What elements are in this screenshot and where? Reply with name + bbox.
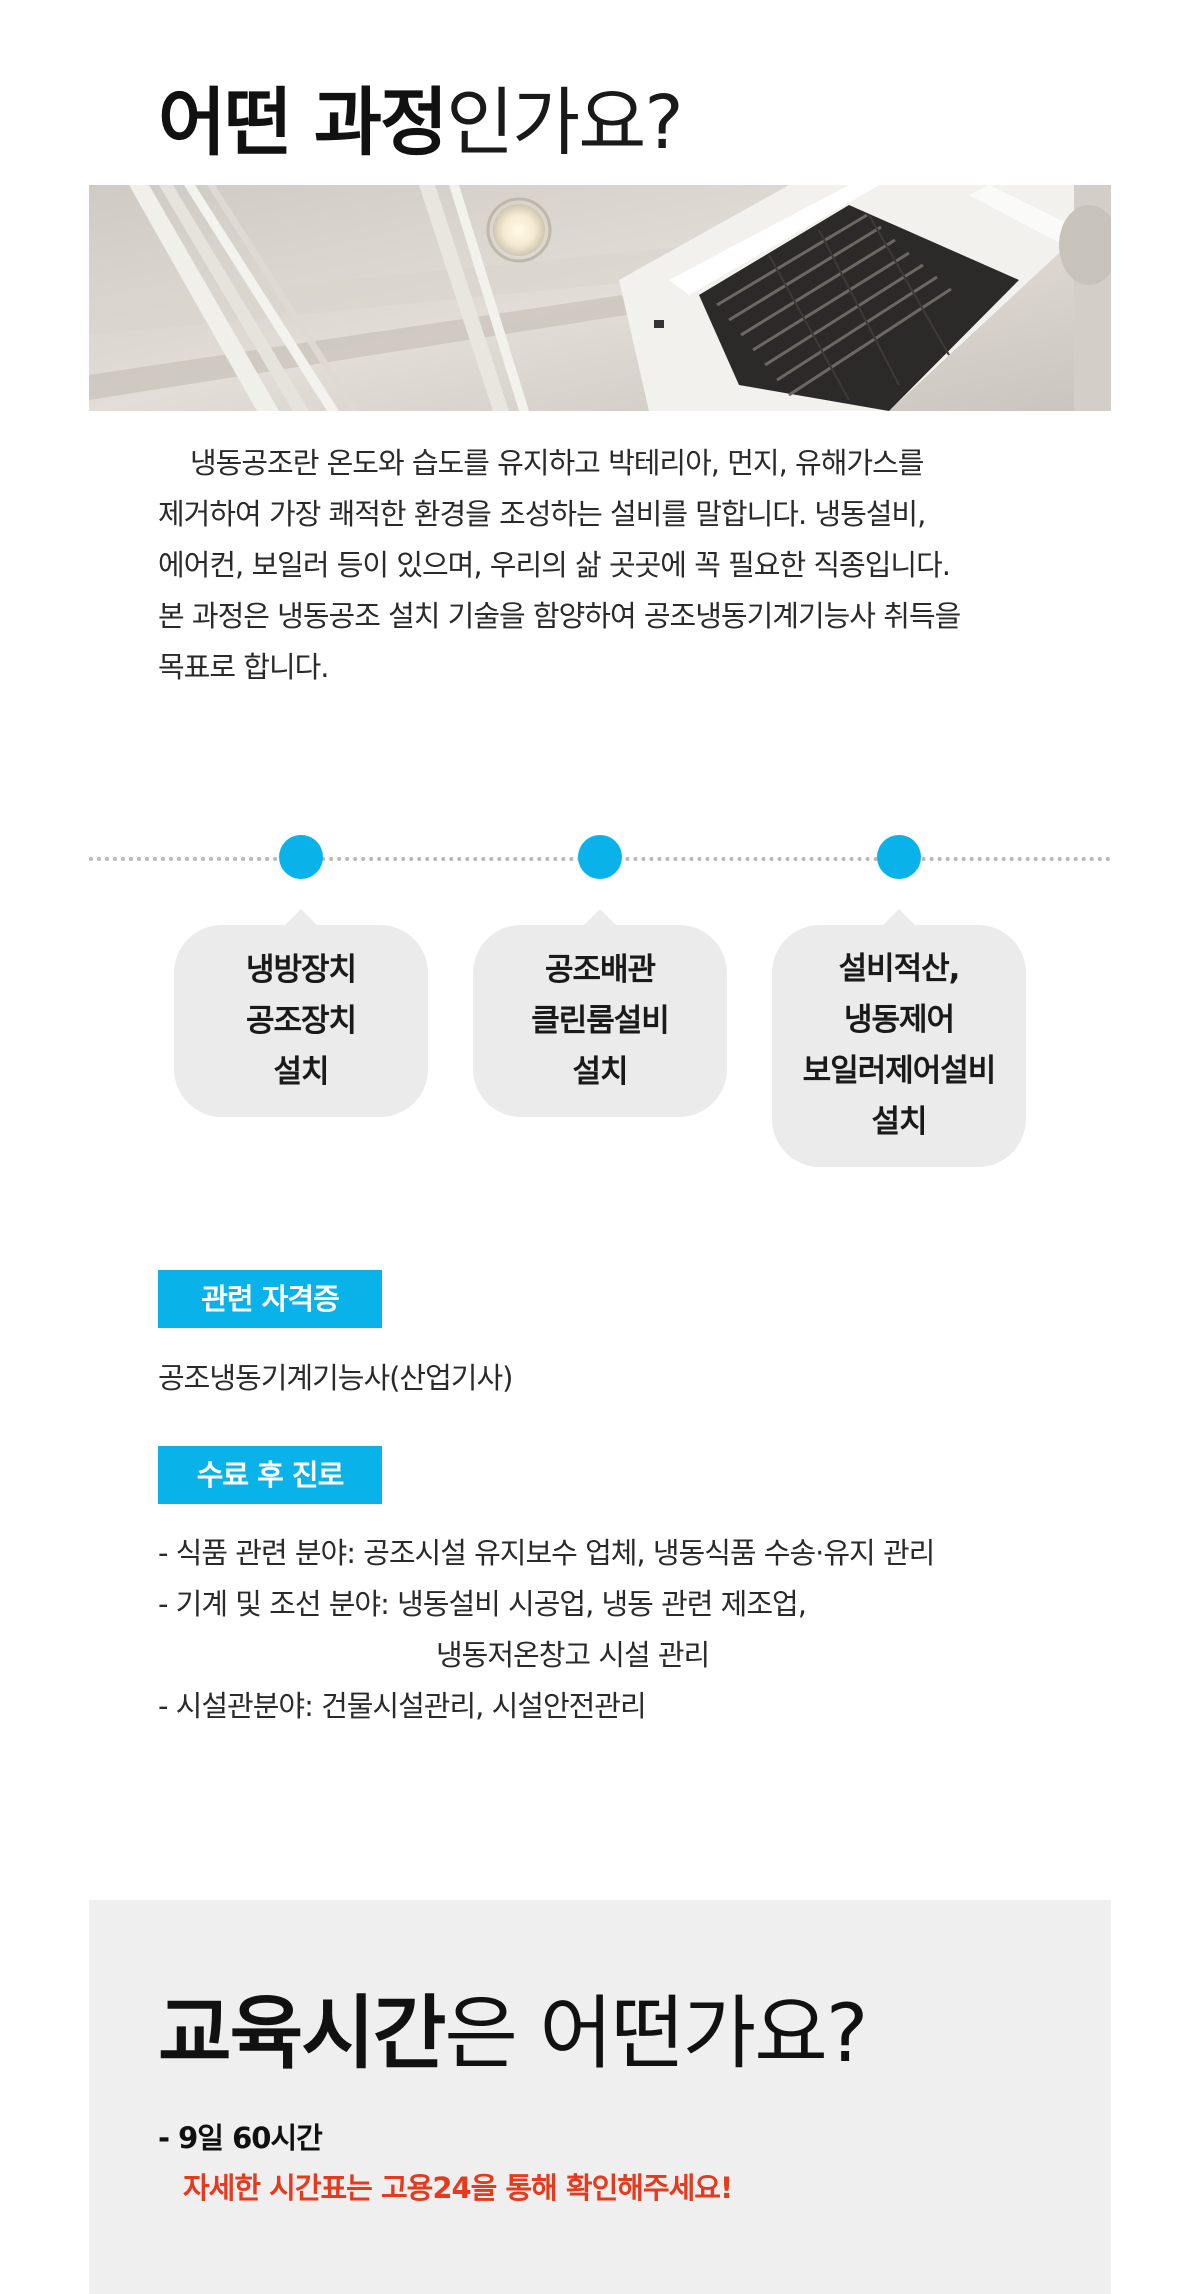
career-line: - 시설관분야: 건물시설관리, 시설안전관리 (158, 1689, 647, 1723)
step-line: 공조배관 (544, 951, 656, 988)
career-label: 수료 후 진로 (158, 1446, 382, 1504)
intro-paragraph: 냉동공조란 온도와 습도를 유지하고 박테리아, 먼지, 유해가스를 제거하여 … (158, 438, 1058, 693)
heading-bold: 교육시간 (158, 1987, 446, 2080)
intro-line: 에어컨, 보일러 등이 있으며, 우리의 삶 곳곳에 꼭 필요한 직종입니다. (158, 548, 951, 582)
step-line: 냉동제어 (843, 1002, 955, 1038)
intro-line: 목표로 합니다. (158, 650, 330, 684)
air-conditioner-photo (89, 185, 1111, 411)
step-line: 설치 (572, 1053, 628, 1090)
timeline-dot (578, 835, 622, 879)
duration-text: - 9일 60시간 (158, 2121, 323, 2155)
career-line: 냉동저온창고 시설 관리 (436, 1638, 710, 1672)
education-time-section (89, 1900, 1111, 2294)
step-line: 보일러제어설비 (802, 1053, 997, 1089)
step-bubble: 공조배관 클린룸설비 설치 (473, 909, 727, 1117)
step-bubble: 설비적산, 냉동제어 보일러제어설비 설치 (772, 909, 1026, 1167)
timeline-dot (877, 835, 921, 879)
heading-light: 인가요? (446, 80, 684, 166)
timeline-dot (279, 835, 323, 879)
intro-line: 제거하여 가장 쾌적한 환경을 조성하는 설비를 말합니다. 냉동설비, (158, 497, 926, 531)
step-line: 설비적산, (838, 951, 961, 987)
step-line: 공조장치 (245, 1002, 357, 1039)
heading-light: 은 어떤가요? (444, 1987, 868, 2080)
step-line: 클린룸설비 (531, 1002, 670, 1039)
cert-value: 공조냉동기계기능사(산업기사) (158, 1361, 513, 1395)
intro-line: 본 과정은 냉동공조 설치 기술을 함양하여 공조냉동기계기능사 취득을 (158, 599, 961, 633)
step-line: 설치 (871, 1104, 927, 1140)
schedule-notice: 자세한 시간표는 고용24을 통해 확인해주세요! (183, 2171, 733, 2205)
step-line: 설치 (273, 1053, 329, 1090)
heading-bold: 어떤 과정 (158, 80, 448, 166)
step-bubble: 냉방장치 공조장치 설치 (174, 909, 428, 1117)
intro-line: 냉동공조란 온도와 습도를 유지하고 박테리아, 먼지, 유해가스를 (190, 446, 924, 480)
section-heading-time: 교육시간은 어떤가요? (158, 1984, 868, 2084)
step-line: 냉방장치 (245, 951, 357, 988)
career-line: - 식품 관련 분야: 공조시설 유지보수 업체, 냉동식품 수송·유지 관리 (158, 1536, 935, 1570)
section-heading-course: 어떤 과정인가요? (158, 78, 684, 168)
career-line: - 기계 및 조선 분야: 냉동설비 시공업, 냉동 관련 제조업, (158, 1587, 807, 1621)
cert-label: 관련 자격증 (158, 1270, 382, 1328)
